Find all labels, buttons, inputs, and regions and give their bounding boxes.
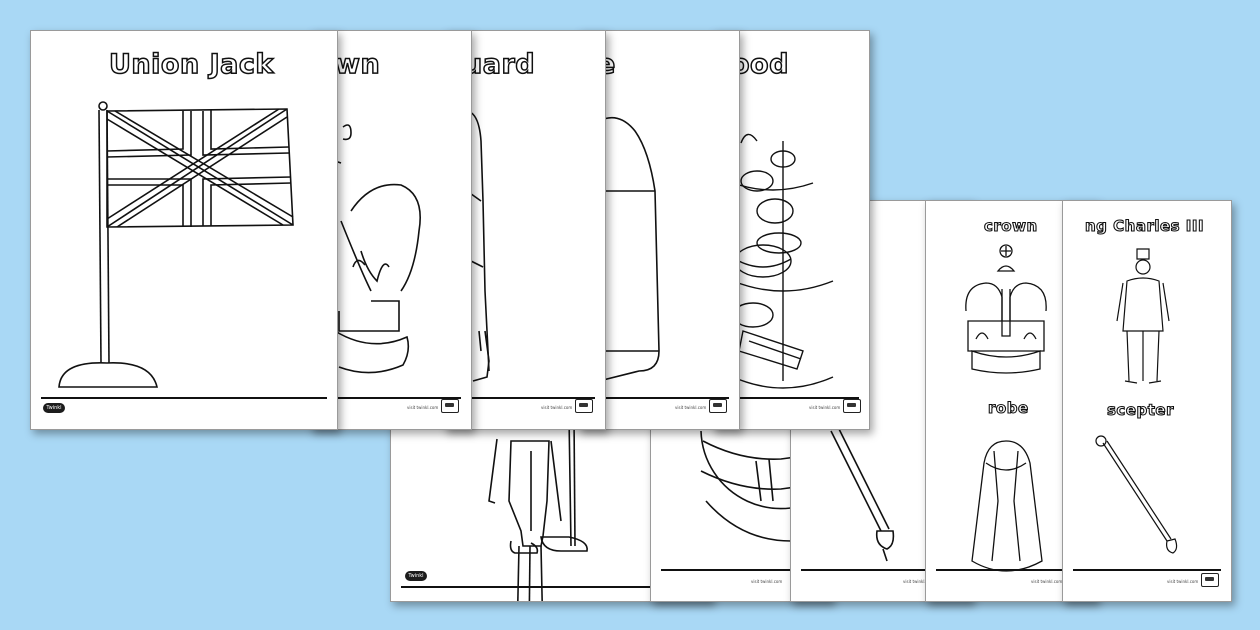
footer-url: visit twinkl.com <box>751 579 783 584</box>
twinkl-badge: Twinkl <box>405 571 427 581</box>
food-title: ood <box>730 48 789 81</box>
footer-url: visit twinkl.com <box>541 405 573 410</box>
crown-label: crown <box>983 216 1038 235</box>
union-jack-title: Union Jack <box>108 48 274 81</box>
footer-line <box>1073 569 1221 571</box>
footer-url: visit twinkl.com <box>1031 579 1063 584</box>
union-jack-illustration <box>58 101 294 388</box>
guard-title: uard <box>462 48 536 81</box>
front-sheet-union-jack: Union Jack Twi <box>30 30 338 430</box>
footer-line <box>936 569 1086 571</box>
footer-line <box>321 397 461 399</box>
scepter-label: scepter <box>1106 400 1174 419</box>
crown-title: wn <box>334 48 381 81</box>
footer-line <box>41 397 327 399</box>
robe-label: robe <box>987 398 1029 417</box>
afternoon-tea-illustration <box>732 133 834 389</box>
footer-line <box>661 569 821 571</box>
twinkl-logo-icon <box>1201 573 1219 587</box>
footer-url: visit twinkl.com <box>407 405 439 410</box>
scepter-rod-illustration <box>830 428 895 562</box>
footer-line <box>589 397 729 399</box>
footer-url: visit twinkl.com <box>1167 579 1199 584</box>
king-charles-label: ng Charles III <box>1084 216 1205 235</box>
twinkl-logo-icon <box>575 399 593 413</box>
footer-url: visit twinkl.com <box>675 405 707 410</box>
footer-line <box>455 397 595 399</box>
footer-url: visit twinkl.com <box>903 579 935 584</box>
crown-illustration <box>334 124 421 374</box>
footer-url: visit twinkl.com <box>809 405 841 410</box>
footer-line <box>801 569 961 571</box>
phone-box-illustration <box>598 116 660 382</box>
twinkl-logo-icon <box>843 399 861 413</box>
back-sheet-king-scepter: ng Charles III scepter visit twinkl.com <box>1062 200 1232 602</box>
twinkl-badge: Twinkl <box>43 403 65 413</box>
king-scepter-illustration <box>1095 248 1178 554</box>
footer-line <box>401 586 701 588</box>
twinkl-logo-icon <box>709 399 727 413</box>
footer-line <box>723 397 859 399</box>
twinkl-logo-icon <box>441 399 459 413</box>
